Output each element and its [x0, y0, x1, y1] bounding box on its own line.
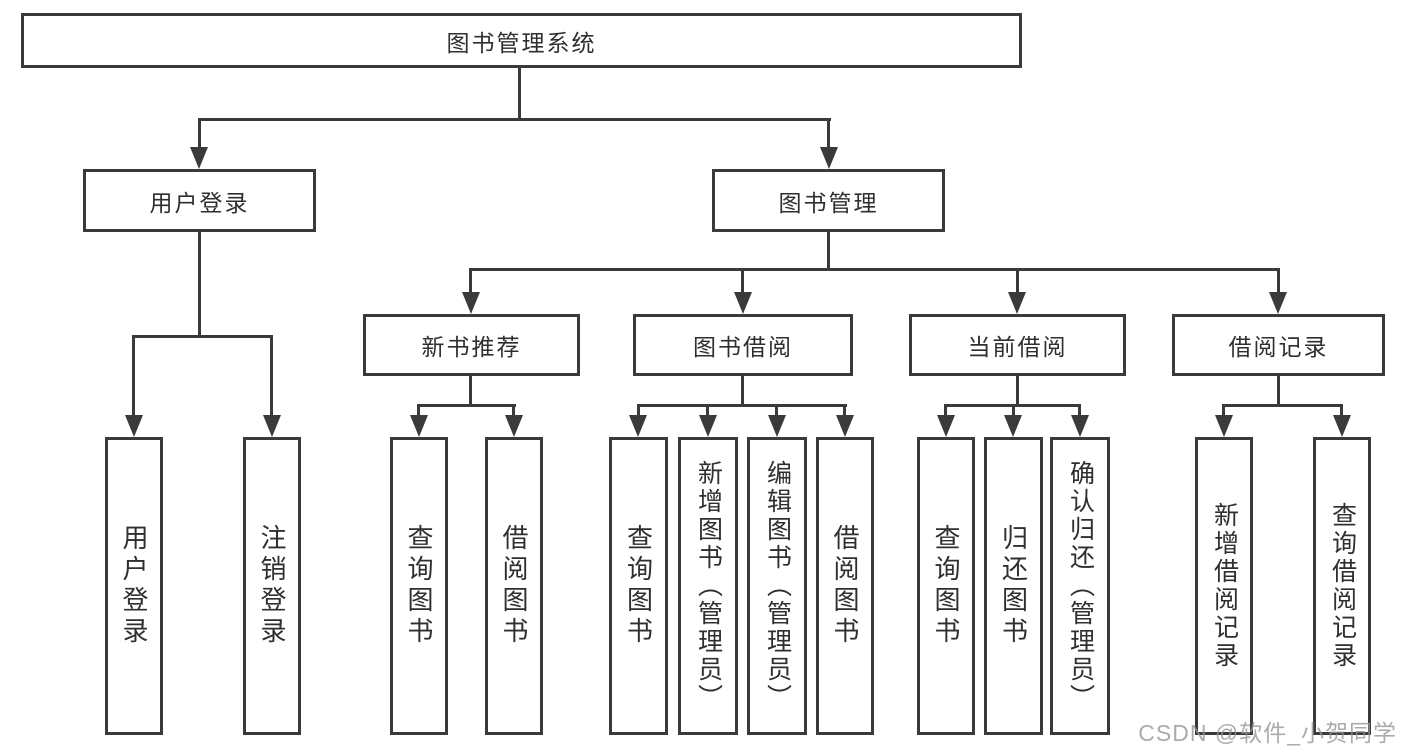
connector-stub-leaf [1078, 404, 1081, 417]
leaf-borrow-books-recommend: 借阅图书 [485, 437, 543, 735]
connector-stub-current [1016, 268, 1019, 294]
connector-c3-trunk [1016, 375, 1019, 406]
connector-c4-trunk [1277, 375, 1280, 406]
leaf-query-books-current: 查询图书 [917, 437, 975, 735]
leaf-user-login: 用户登录 [105, 437, 163, 735]
connector-stub-leaf [775, 404, 778, 417]
connector-stub-recommend [469, 268, 472, 294]
connector-root-split [198, 118, 831, 121]
arrow-down-icon [1004, 415, 1022, 437]
leaf-edit-books-admin: 编辑图书（管理员） [747, 437, 807, 735]
arrow-down-icon [190, 147, 208, 169]
leaf-query-borrow-record: 查询借阅记录 [1313, 437, 1371, 735]
arrow-down-icon [699, 415, 717, 437]
connector-bm-trunk [827, 231, 830, 271]
node-book-borrowing: 图书借阅 [633, 314, 853, 376]
connector-stub-book-management [827, 118, 830, 149]
arrow-down-icon [1071, 415, 1089, 437]
leaf-query-books-recommend: 查询图书 [390, 437, 448, 735]
arrow-down-icon [462, 292, 480, 314]
arrow-down-icon [820, 147, 838, 169]
connector-stub-leaf [1012, 404, 1015, 417]
leaf-confirm-return-admin: 确认归还（管理员） [1050, 437, 1110, 735]
node-current-borrowing: 当前借阅 [909, 314, 1126, 376]
connector-stub-leaf [1222, 404, 1225, 417]
connector-stub-leaf [270, 335, 273, 417]
connector-ul-trunk [198, 231, 201, 337]
leaf-borrow-books: 借阅图书 [816, 437, 874, 735]
connector-stub-leaf [512, 404, 515, 417]
arrow-down-icon [768, 415, 786, 437]
connector-stub-borrowing [741, 268, 744, 294]
connector-c4-split [1222, 404, 1343, 407]
node-root: 图书管理系统 [21, 13, 1022, 68]
arrow-down-icon [629, 415, 647, 437]
connector-c1-trunk [469, 375, 472, 406]
connector-c1-split [417, 404, 516, 407]
connector-stub-leaf [1340, 404, 1343, 417]
leaf-return-books: 归还图书 [984, 437, 1043, 735]
arrow-down-icon [263, 415, 281, 437]
node-new-book-recommendation: 新书推荐 [363, 314, 580, 376]
arrow-down-icon [937, 415, 955, 437]
connector-c2-split [637, 404, 847, 407]
arrow-down-icon [505, 415, 523, 437]
connector-stub-leaf [843, 404, 846, 417]
leaf-add-books-admin: 新增图书（管理员） [678, 437, 738, 735]
arrow-down-icon [1008, 292, 1026, 314]
connector-c2-trunk [741, 375, 744, 406]
connector-stub-leaf [417, 404, 420, 417]
leaf-logout: 注销登录 [243, 437, 301, 735]
arrow-down-icon [1269, 292, 1287, 314]
connector-stub-leaf [132, 335, 135, 417]
leaf-query-books-borrow: 查询图书 [609, 437, 668, 735]
arrow-down-icon [125, 415, 143, 437]
node-book-management: 图书管理 [712, 169, 945, 232]
connector-stub-leaf [944, 404, 947, 417]
leaf-add-borrow-record: 新增借阅记录 [1195, 437, 1253, 735]
arrow-down-icon [734, 292, 752, 314]
arrow-down-icon [410, 415, 428, 437]
connector-stub-user-login [198, 118, 201, 149]
connector-root-trunk [518, 67, 521, 120]
connector-ul-split [132, 335, 273, 338]
arrow-down-icon [1333, 415, 1351, 437]
connector-stub-records [1277, 268, 1280, 294]
connector-bm-split [469, 268, 1280, 271]
connector-stub-leaf [706, 404, 709, 417]
node-user-login: 用户登录 [83, 169, 316, 232]
arrow-down-icon [836, 415, 854, 437]
watermark: CSDN @软件_小贺同学 [1138, 720, 1397, 746]
connector-stub-leaf [637, 404, 640, 417]
arrow-down-icon [1215, 415, 1233, 437]
node-borrowing-records: 借阅记录 [1172, 314, 1385, 376]
